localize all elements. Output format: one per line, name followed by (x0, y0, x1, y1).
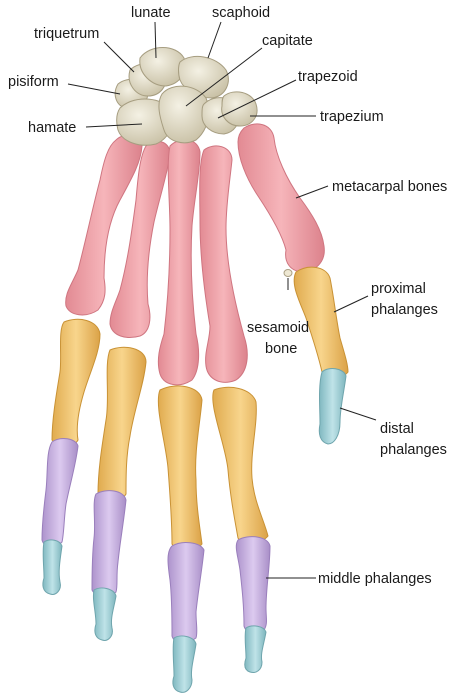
distal-phalanx-4 (93, 588, 116, 640)
label-trapezoid: trapezoid (298, 69, 358, 85)
label-proximal-phalanges-line2: phalanges (371, 302, 438, 318)
label-triquetrum: triquetrum (34, 26, 99, 42)
leader-proximal-phalanges (334, 296, 368, 312)
leader-scaphoid (208, 22, 221, 58)
proximal-phalanx-5 (52, 319, 100, 446)
label-metacarpal-bones: metacarpal bones (332, 179, 447, 195)
distal-phalanx-5 (43, 540, 62, 594)
label-lunate: lunate (131, 5, 171, 21)
label-distal-phalanges-line2: phalanges (380, 442, 447, 458)
carpal-bones (115, 48, 257, 146)
middle-phalanx-3 (168, 543, 204, 643)
label-distal-phalanges-line1: distal (380, 421, 414, 437)
middle-phalanx-2 (236, 537, 270, 633)
label-proximal-phalanges-line1: proximal (371, 281, 426, 297)
metacarpal-1 (238, 124, 324, 272)
middle-phalanx-5 (42, 439, 78, 547)
proximal-phalanx-2 (213, 387, 268, 543)
distal-phalanx-2 (245, 626, 266, 673)
distal-phalanx-3 (173, 636, 196, 692)
distal-phalanx-1 (319, 369, 346, 444)
label-trapezium: trapezium (320, 109, 384, 125)
leader-metacarpal-bones (296, 186, 328, 198)
label-sesamoid-bone-line2: bone (265, 341, 297, 357)
sesamoid-bone (284, 270, 292, 277)
label-capitate: capitate (262, 33, 313, 49)
proximal-phalanx-4 (98, 347, 146, 500)
middle-phalanx-4 (92, 491, 126, 597)
proximal-phalanx-3 (158, 386, 202, 550)
label-middle-phalanges: middle phalanges (318, 571, 432, 587)
label-pisiform: pisiform (8, 74, 59, 90)
label-sesamoid-bone-line1: sesamoid (247, 320, 309, 336)
leader-triquetrum (104, 42, 134, 72)
label-hamate: hamate (28, 120, 76, 136)
label-scaphoid: scaphoid (212, 5, 270, 21)
leader-distal-phalanges (340, 408, 376, 420)
metacarpal-2 (200, 146, 248, 382)
trapezium-bone (222, 92, 257, 126)
leader-pisiform (68, 84, 120, 94)
